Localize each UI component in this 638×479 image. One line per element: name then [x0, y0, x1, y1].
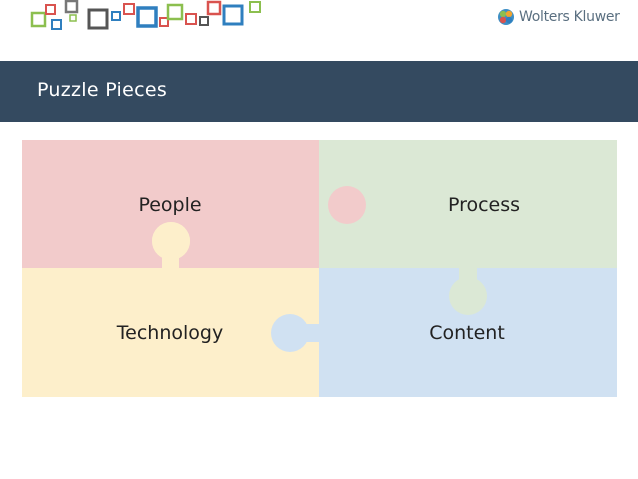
puzzle-knob-people-process	[319, 186, 366, 224]
piece-label-technology: Technology	[116, 322, 224, 344]
wolters-kluwer-logo-icon	[498, 9, 514, 25]
title-bar: Puzzle Pieces	[0, 61, 638, 122]
piece-label-content: Content	[429, 322, 505, 344]
brand-name: Wolters Kluwer	[519, 9, 620, 25]
piece-label-people: People	[138, 194, 202, 216]
puzzle-piece-technology	[22, 222, 319, 397]
brand-logo: Wolters Kluwer	[497, 5, 620, 29]
puzzle-knob-process	[449, 268, 487, 315]
piece-label-process: Process	[447, 194, 521, 216]
decorative-squares-logo	[30, 0, 261, 30]
slide-title: Puzzle Pieces	[37, 79, 168, 101]
